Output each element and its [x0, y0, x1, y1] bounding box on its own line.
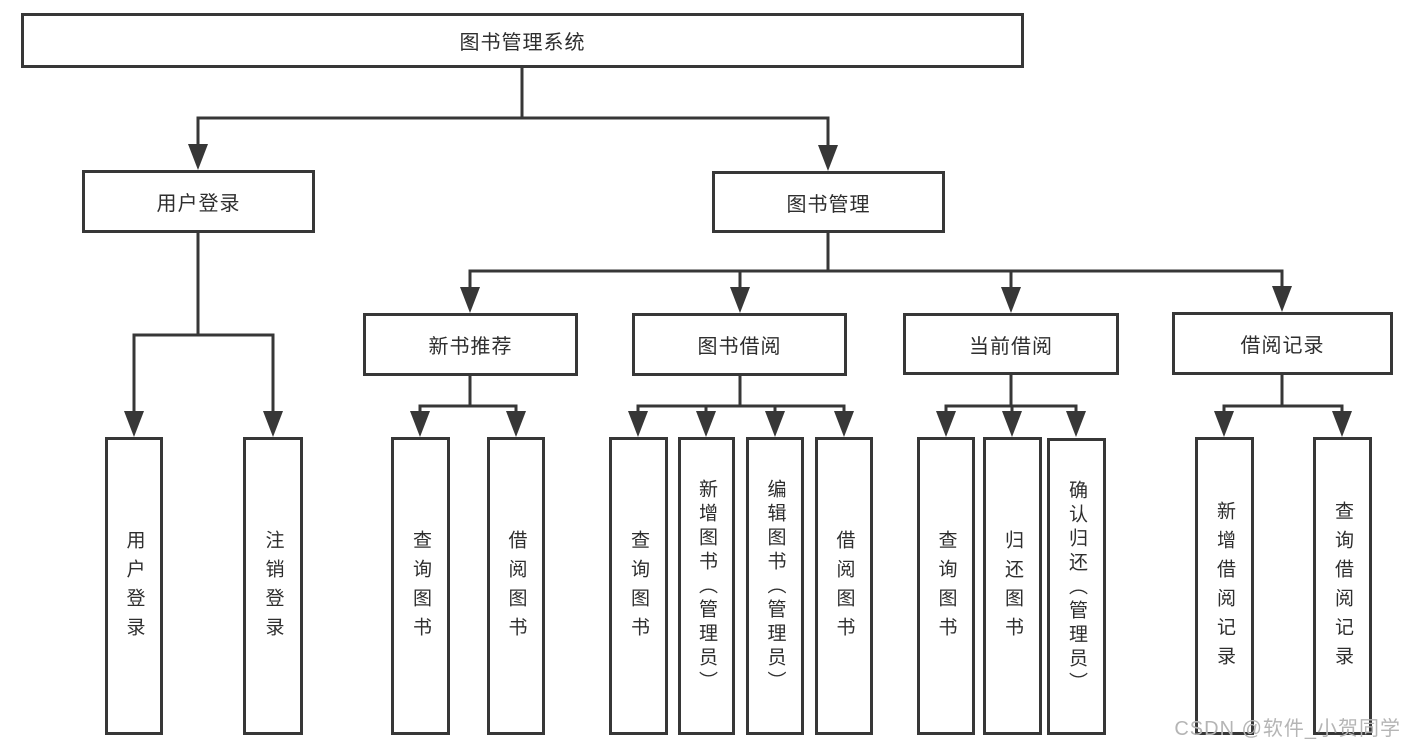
node-borrow-records: 借阅记录 [1172, 312, 1393, 375]
leaf-borrow-books-recommend: 借阅图书 [487, 437, 545, 735]
leaf-logout: 注销登录 [243, 437, 303, 735]
leaf-add-books-admin: 新增图书（管理员） [678, 437, 735, 735]
node-book-borrow: 图书借阅 [632, 313, 847, 376]
leaf-add-borrow-record: 新增借阅记录 [1195, 437, 1254, 735]
leaf-query-books-current: 查询图书 [917, 437, 975, 735]
csdn-watermark: CSDN @软件_小贺同学 [1174, 718, 1401, 740]
leaf-confirm-return-admin: 确认归还（管理员） [1047, 438, 1106, 735]
leaf-edit-books-admin: 编辑图书（管理员） [746, 437, 804, 735]
leaf-query-borrow-record: 查询借阅记录 [1313, 437, 1372, 735]
node-new-book-recommend: 新书推荐 [363, 313, 578, 376]
leaf-return-books: 归还图书 [983, 437, 1042, 735]
leaf-user-login: 用户登录 [105, 437, 163, 735]
leaf-query-books-borrow: 查询图书 [609, 437, 668, 735]
node-book-management: 图书管理 [712, 171, 945, 233]
node-library-management-system: 图书管理系统 [21, 13, 1024, 68]
leaf-query-books-recommend: 查询图书 [391, 437, 450, 735]
node-user-login: 用户登录 [82, 170, 315, 233]
leaf-borrow-books: 借阅图书 [815, 437, 873, 735]
node-current-borrow: 当前借阅 [903, 313, 1119, 375]
